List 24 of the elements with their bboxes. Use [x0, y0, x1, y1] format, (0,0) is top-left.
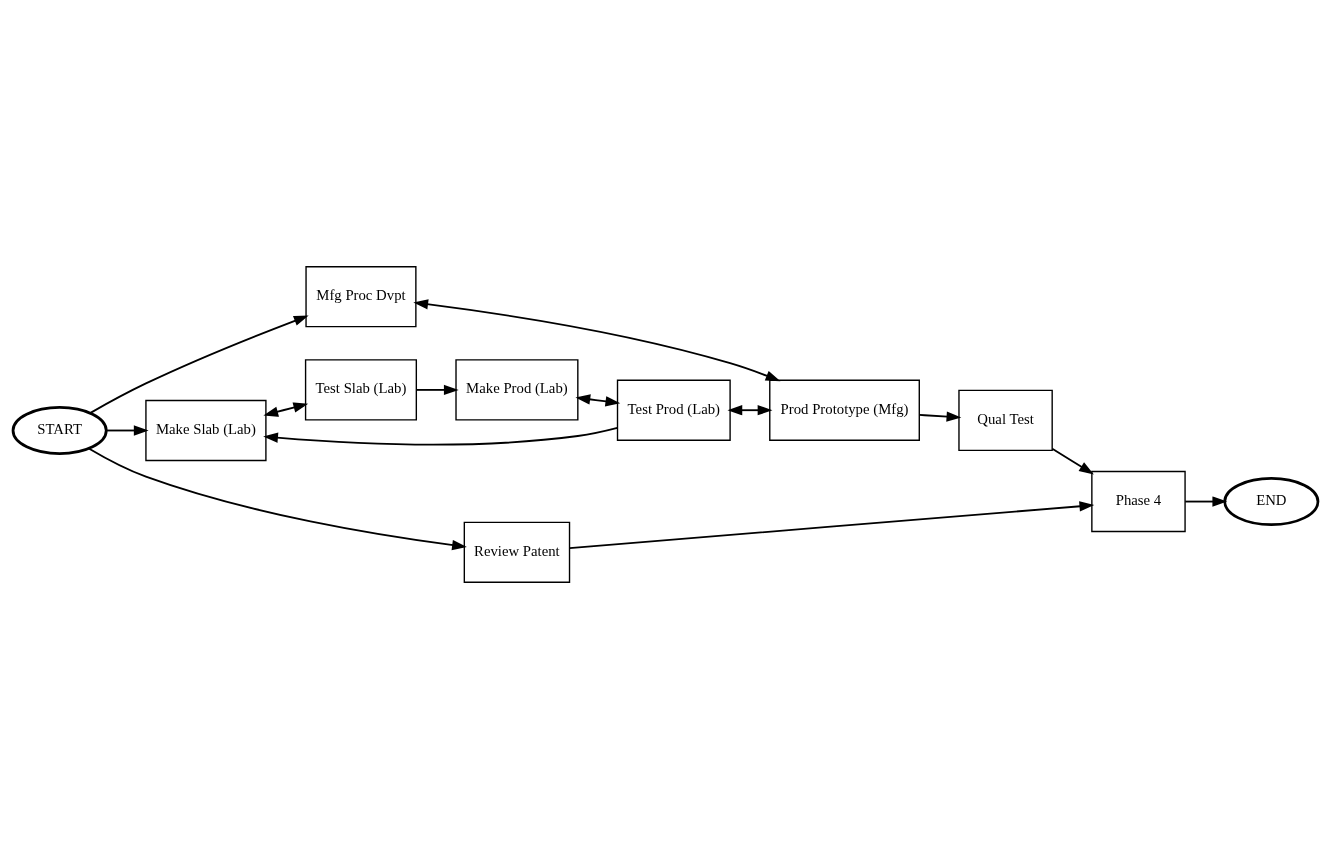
node-box: Phase 4 — [1091, 470, 1186, 532]
arrow — [413, 298, 781, 381]
arrow — [1051, 447, 1094, 474]
node-box: Mfg Proc Dvpt — [305, 265, 417, 327]
arrow — [263, 401, 309, 417]
arrow — [263, 426, 619, 445]
node-box: Test Prod (Lab) — [616, 379, 731, 441]
arrow — [105, 424, 149, 436]
arrow — [87, 447, 467, 550]
node-ellipse: END — [1223, 476, 1320, 526]
arrow — [575, 393, 621, 406]
arrow — [415, 384, 459, 395]
arrow — [918, 411, 962, 422]
node-box: Make Slab (Lab) — [145, 399, 267, 461]
node-box: Qual Test — [958, 389, 1053, 451]
node-ellipse: START — [11, 405, 108, 455]
arrow — [1184, 495, 1228, 507]
node-box: Make Prod (Lab) — [455, 358, 579, 421]
node-box: Review Patent — [463, 521, 571, 583]
node-box: Test Slab (Lab) — [304, 358, 417, 421]
arrow — [89, 315, 309, 414]
arrow — [727, 404, 773, 415]
node-box: Prod Prototype (Mfg) — [769, 379, 920, 441]
arrow — [568, 500, 1095, 549]
